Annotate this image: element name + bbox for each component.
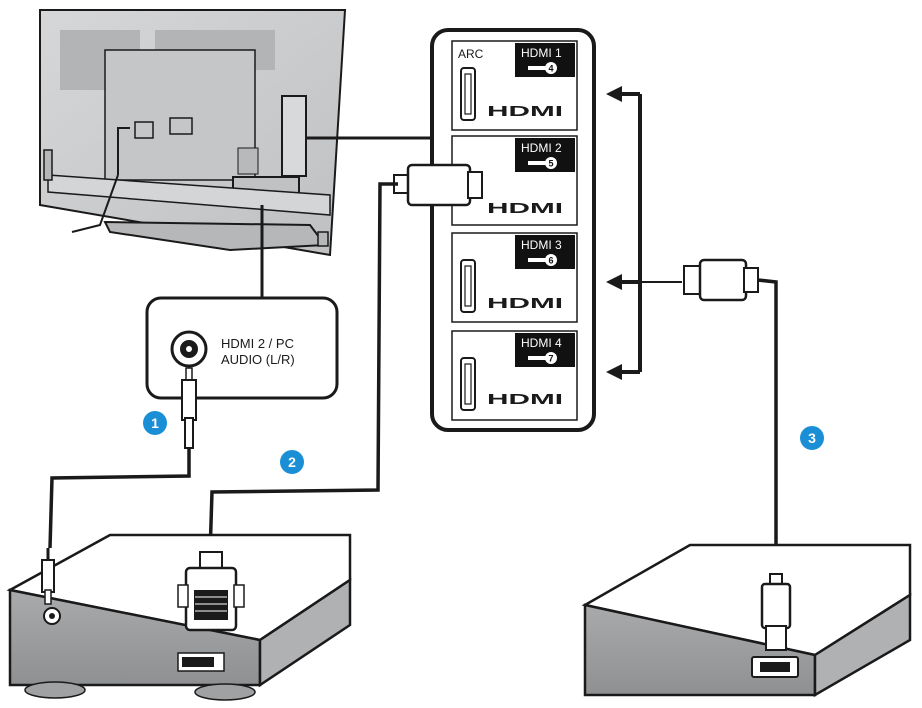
source-device-left	[6, 533, 352, 701]
hdmi-port-label-bg	[515, 333, 575, 367]
hdmi-port-label: HDMI 3	[521, 238, 562, 252]
arrow-left-icon	[606, 364, 622, 380]
source-device-right	[581, 543, 912, 698]
tv-rear	[39, 9, 347, 257]
hdmi-socket-icon	[460, 259, 476, 313]
hdmi-logo: HDMI	[487, 103, 563, 120]
hdmi-port-number: 6	[548, 256, 553, 266]
hdmi-port-panel: ARC HDMI 1 4 HDMI HDMI 2 5 HDMI HDMI 3	[430, 28, 596, 432]
step-badge-1: 1	[143, 411, 167, 435]
hdmi-port-label-bg	[515, 138, 575, 172]
hdmi-port-label-bg	[515, 43, 575, 77]
hdmi-plug-icon	[760, 582, 792, 630]
hdmi-port-label: HDMI 4	[521, 336, 562, 350]
hdmi-cable	[683, 258, 778, 575]
hdmi-port-number: 7	[548, 354, 553, 364]
arrow-left-icon	[606, 86, 622, 102]
port-choice-bracket	[606, 86, 682, 380]
hdmi-port-4[interactable]: HDMI 4 7 HDMI	[451, 330, 578, 421]
audio-cable	[48, 367, 197, 549]
step-number: 3	[808, 430, 816, 446]
hdmi-socket-icon	[460, 357, 476, 411]
audio-jack-callout: HDMI 2 / PC AUDIO (L/R)	[145, 296, 339, 400]
hdmi-port-label: HDMI 2	[521, 141, 562, 155]
hdmi-socket-icon	[460, 67, 476, 121]
audio-jack-label-line1: HDMI 2 / PC	[221, 336, 294, 351]
hdmi-port-label: HDMI 1	[521, 46, 562, 60]
hdmi-logo: HDMI	[487, 391, 563, 408]
hdmi-dvi-cable	[208, 163, 483, 556]
hdmi-logo: HDMI	[487, 200, 563, 217]
step-number: 2	[288, 454, 296, 470]
step-badge-2: 2	[280, 450, 304, 474]
hdmi-port-number: 4	[548, 64, 553, 74]
step-badge-3: 3	[800, 426, 824, 450]
hdmi-logo: HDMI	[487, 295, 563, 312]
audio-jack-label-line2: AUDIO (L/R)	[221, 352, 295, 367]
arc-label: ARC	[458, 47, 484, 61]
audio-plug-icon	[181, 379, 197, 421]
hdmi-port-3[interactable]: HDMI 3 6 HDMI	[451, 232, 578, 323]
audio-plug-icon	[41, 559, 55, 593]
arrow-left-icon	[606, 274, 622, 290]
step-number: 1	[151, 415, 159, 431]
hdmi-port-number: 5	[548, 159, 553, 169]
hdmi-plug-icon	[406, 163, 472, 207]
hdmi-port-label-bg	[515, 235, 575, 269]
hdmi-plug-icon	[698, 258, 748, 302]
hdmi-port-1[interactable]: ARC HDMI 1 4 HDMI	[451, 40, 578, 131]
